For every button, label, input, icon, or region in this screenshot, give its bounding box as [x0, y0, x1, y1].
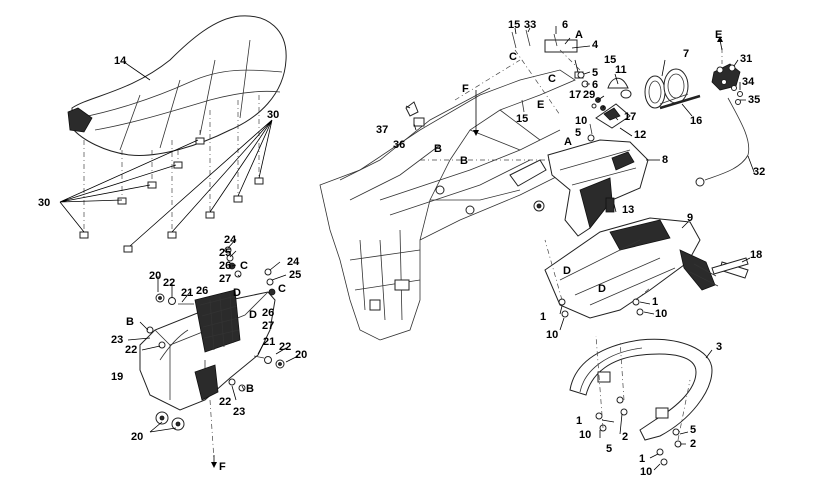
callout-25: 25: [289, 269, 301, 281]
callout-29: 29: [583, 89, 595, 101]
undertray-hardware: [146, 246, 285, 468]
callout-C: C: [278, 283, 286, 295]
mudguard-part-9: [544, 217, 749, 319]
callout-30: 30: [38, 197, 50, 209]
callout-10: 10: [640, 466, 652, 478]
callout-15: 15: [604, 54, 616, 66]
callout-20: 20: [149, 270, 161, 282]
callout-33: 33: [524, 19, 536, 31]
callout-24: 24: [224, 234, 237, 246]
callout-B: B: [126, 316, 134, 328]
callout-30: 30: [267, 109, 279, 121]
callout-7: 7: [683, 48, 689, 60]
callout-5: 5: [575, 127, 581, 139]
callout-13: 13: [622, 204, 634, 216]
callout-15: 15: [508, 19, 520, 31]
callout-F: F: [219, 461, 226, 473]
seat-part-14: [67, 15, 287, 156]
callout-22: 22: [219, 396, 231, 408]
callout-D: D: [233, 287, 241, 299]
callout-9: 9: [687, 212, 693, 224]
callout-8: 8: [662, 154, 668, 166]
callout-A: A: [564, 136, 572, 148]
callout-15: 15: [516, 113, 528, 125]
callout-16: 16: [690, 115, 702, 127]
tail-light-assembly: [591, 68, 701, 129]
callout-27: 27: [219, 273, 231, 285]
callout-C: C: [240, 260, 248, 272]
callout-35: 35: [748, 94, 760, 106]
callout-32: 32: [753, 166, 765, 178]
callout-D: D: [598, 283, 606, 295]
callout-31: 31: [740, 53, 752, 65]
callout-10: 10: [579, 429, 591, 441]
callout-19: 19: [111, 371, 123, 383]
callout-18: 18: [750, 249, 762, 261]
callout-2: 2: [690, 438, 696, 450]
grab-rail-part-3: [569, 338, 713, 441]
callout-1: 1: [652, 296, 658, 308]
callout-26: 26: [219, 260, 231, 272]
callout-37: 37: [376, 124, 388, 136]
callout-17: 17: [569, 89, 581, 101]
callout-26: 26: [262, 307, 274, 319]
callout-5: 5: [690, 424, 696, 436]
callout-6: 6: [592, 79, 598, 91]
callout-B: B: [434, 143, 442, 155]
callout-1: 1: [639, 453, 645, 465]
frame-main: [319, 59, 576, 341]
callout-10: 10: [546, 329, 558, 341]
callout-23: 23: [233, 406, 245, 418]
callout-5: 5: [592, 67, 598, 79]
callout-10: 10: [655, 308, 667, 320]
callout-B: B: [246, 383, 254, 395]
callout-21: 21: [181, 287, 193, 299]
callout-22: 22: [163, 277, 175, 289]
switch-assembly: [695, 36, 750, 187]
undertray-part-19: [139, 289, 276, 411]
callout-D: D: [249, 309, 257, 321]
callout-5: 5: [606, 443, 612, 455]
callout-D: D: [563, 265, 571, 277]
callout-1: 1: [540, 311, 546, 323]
callout-10: 10: [575, 115, 587, 127]
callout-C: C: [509, 51, 517, 63]
callout-C: C: [548, 73, 556, 85]
callout-27: 27: [262, 320, 274, 332]
callout-34: 34: [742, 76, 755, 88]
callout-1: 1: [576, 415, 582, 427]
callout-F: F: [462, 83, 469, 95]
callout-20: 20: [131, 431, 143, 443]
rear-fender-part-8: [547, 139, 649, 237]
callout-14: 14: [114, 55, 127, 67]
callout-3: 3: [716, 341, 722, 353]
callout-11: 11: [615, 64, 627, 76]
frame-brackets: [405, 29, 595, 212]
callout-23: 23: [111, 334, 123, 346]
seat-clips-30: [59, 95, 273, 253]
callout-20: 20: [295, 349, 307, 361]
callout-labels: 14 30 30 24 25 26 C 27 D 26 24 25 C 26 2…: [38, 19, 765, 478]
callout-17: 17: [624, 111, 636, 123]
callout-6: 6: [562, 19, 568, 31]
callout-4: 4: [592, 39, 599, 51]
callout-24: 24: [287, 256, 300, 268]
leader-lines: [123, 26, 755, 471]
callout-A: A: [575, 29, 583, 41]
callout-21: 21: [263, 336, 275, 348]
callout-26: 26: [196, 285, 208, 297]
callout-22: 22: [125, 344, 137, 356]
mounting-hardware: [544, 239, 691, 466]
callout-22: 22: [279, 341, 291, 353]
callout-36: 36: [393, 139, 405, 151]
callout-12: 12: [634, 129, 646, 141]
callout-E: E: [715, 29, 722, 41]
callout-2: 2: [622, 431, 628, 443]
callout-25: 25: [219, 247, 231, 259]
callout-E: E: [537, 99, 544, 111]
callout-B: B: [460, 155, 468, 167]
